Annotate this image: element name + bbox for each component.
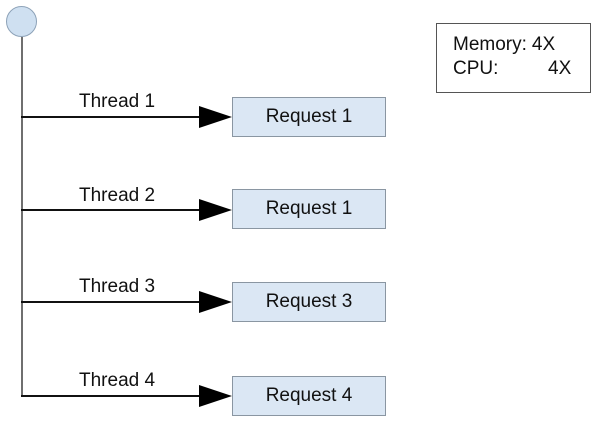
- root-node: [6, 6, 37, 37]
- memory-value: 4X: [531, 34, 556, 55]
- branch-1: [21, 105, 233, 129]
- cpu-value: 4X: [548, 58, 572, 79]
- memory-row: Memory: 4X: [453, 33, 590, 57]
- arrow-head-icon: [199, 106, 232, 128]
- cpu-row: CPU: 4X: [453, 57, 590, 81]
- trunk-line: [21, 37, 23, 395]
- branch-4: [21, 384, 233, 408]
- arrow-head-icon: [199, 199, 232, 221]
- branch-line: [21, 301, 201, 303]
- resource-usage-box: Memory: 4X CPU: 4X: [436, 23, 591, 93]
- cpu-label: CPU:: [453, 58, 499, 79]
- thread-label-1: Thread 1: [79, 91, 156, 112]
- request-box-3: Request 3: [232, 282, 386, 322]
- branch-line: [21, 116, 201, 118]
- branch-line: [21, 209, 201, 211]
- arrow-head-icon: [199, 291, 232, 313]
- branch-3: [21, 290, 233, 314]
- request-box-4: Request 4: [232, 376, 386, 416]
- branch-2: [21, 198, 233, 222]
- memory-label: Memory:: [453, 34, 527, 55]
- thread-label-2: Thread 2: [79, 185, 156, 206]
- thread-label-3: Thread 3: [79, 276, 156, 297]
- branch-line: [21, 395, 201, 397]
- thread-label-4: Thread 4: [79, 370, 156, 391]
- arrow-head-icon: [199, 385, 232, 407]
- request-box-2: Request 1: [232, 189, 386, 229]
- request-box-1: Request 1: [232, 97, 386, 137]
